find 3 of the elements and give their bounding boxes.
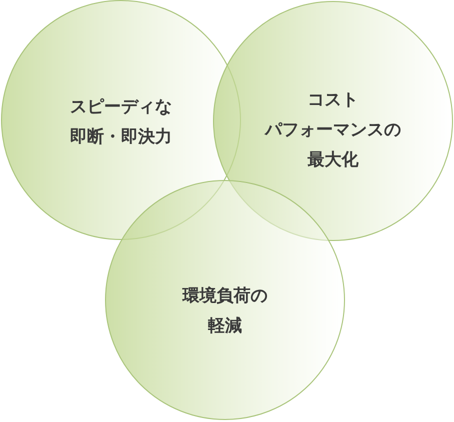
- circle-label: コストパフォーマンスの最大化: [263, 89, 402, 172]
- circle-label: スピーディな即断・即決力: [69, 96, 173, 149]
- circle-label: 環境負荷の軽減: [181, 285, 268, 338]
